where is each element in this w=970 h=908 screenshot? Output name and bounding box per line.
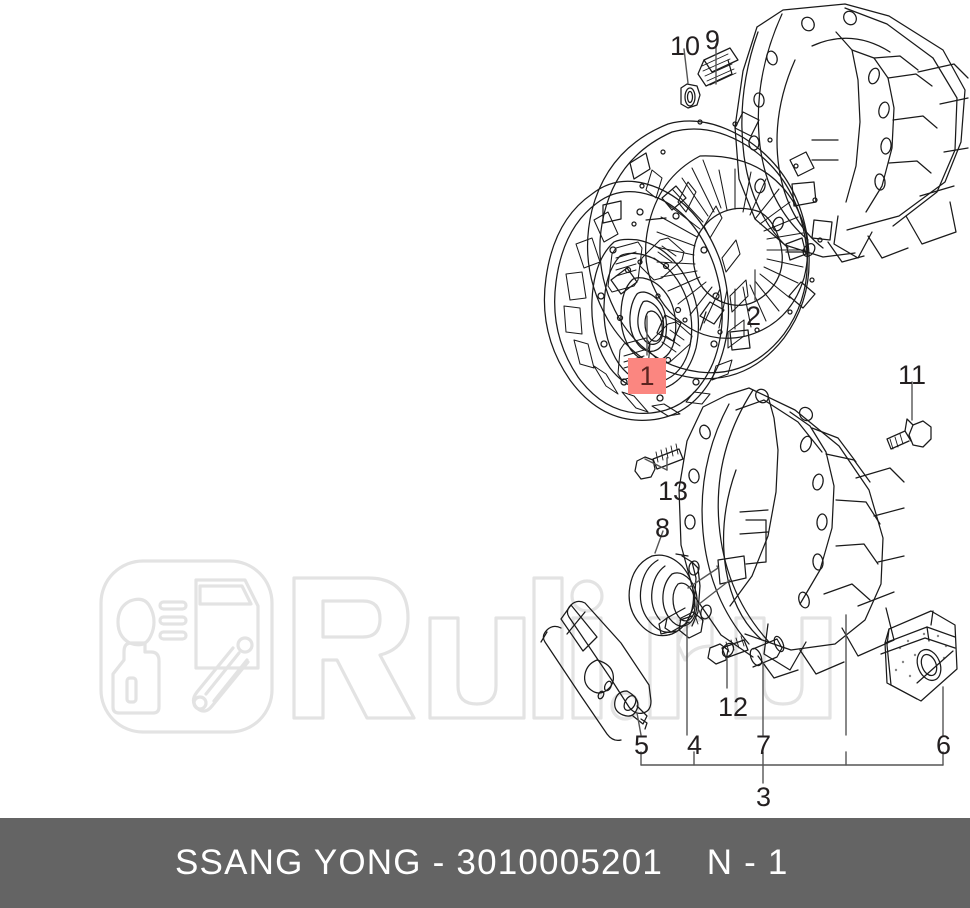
callout-12: 12	[718, 692, 749, 722]
callout-6: 6	[936, 730, 952, 760]
dowel-sleeve-7	[749, 635, 785, 668]
callout-13: 13	[658, 476, 689, 506]
car-door-icon	[194, 578, 260, 670]
footer-part-caption: SSANG YONG - 3010005201 N - 1	[175, 843, 789, 882]
watermark-logo-box	[99, 559, 274, 734]
shock-absorber-icon	[191, 636, 254, 713]
callout-11: 11	[898, 360, 927, 390]
headlight-icon	[116, 597, 188, 647]
callout-5: 5	[634, 730, 650, 760]
callout-10: 10	[670, 31, 701, 61]
watermark-wordmark	[292, 576, 832, 721]
callout-2: 2	[746, 301, 762, 331]
callout-1-highlighted[interactable]: 1	[628, 358, 666, 394]
pivot-stud-4	[658, 607, 704, 639]
callout-3: 3	[756, 782, 772, 812]
dust-boot	[880, 610, 958, 702]
callout-4: 4	[687, 730, 703, 760]
footer-bar: SSANG YONG - 3010005201 N - 1	[0, 818, 970, 908]
clutch-disc	[543, 169, 749, 421]
bolt-11	[886, 418, 932, 450]
group-bracket-3	[640, 751, 944, 766]
bell-housing-lower	[678, 387, 905, 679]
bolt-12	[707, 635, 749, 665]
callout-7: 7	[756, 730, 772, 760]
oil-bottle-icon	[111, 641, 161, 715]
callout-8: 8	[655, 513, 671, 543]
callout-9: 9	[705, 25, 721, 55]
washer-bushing-10	[680, 83, 701, 109]
leader-lines	[636, 43, 944, 784]
bolt-13	[634, 443, 684, 480]
